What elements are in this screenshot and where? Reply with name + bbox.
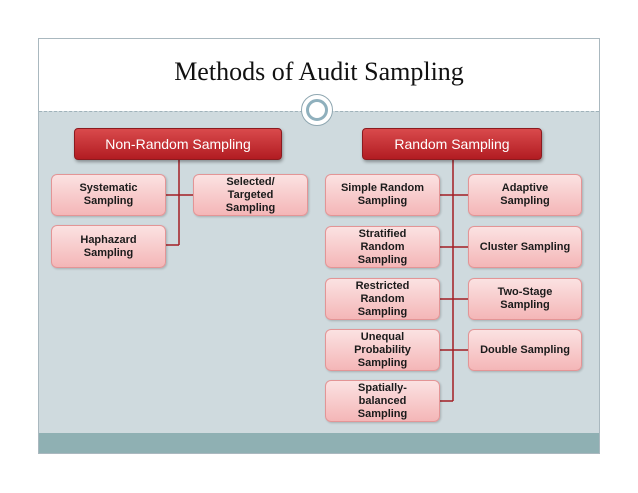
- method-box-haphazard: Haphazard Sampling: [51, 225, 166, 268]
- method-box-cluster: Cluster Sampling: [468, 226, 582, 268]
- non-random-sampling-header: Non-Random Sampling: [74, 128, 282, 160]
- method-box-adaptive: Adaptive Sampling: [468, 174, 582, 216]
- slide-title: Methods of Audit Sampling: [174, 57, 464, 86]
- random-sampling-header: Random Sampling: [362, 128, 542, 160]
- method-box-unequal-probability: Unequal Probability Sampling: [325, 329, 440, 371]
- method-box-two-stage: Two-Stage Sampling: [468, 278, 582, 320]
- footer-bar: [39, 433, 599, 453]
- method-box-systematic: Systematic Sampling: [51, 174, 166, 216]
- method-box-restricted-random: Restricted Random Sampling: [325, 278, 440, 320]
- circle-ornament-icon: [301, 94, 333, 126]
- method-box-simple-random: Simple Random Sampling: [325, 174, 440, 216]
- method-box-selected-targeted: Selected/ Targeted Sampling: [193, 174, 308, 216]
- method-box-stratified-random: Stratified Random Sampling: [325, 226, 440, 268]
- method-box-double: Double Sampling: [468, 329, 582, 371]
- method-box-spatially-balanced: Spatially- balanced Sampling: [325, 380, 440, 422]
